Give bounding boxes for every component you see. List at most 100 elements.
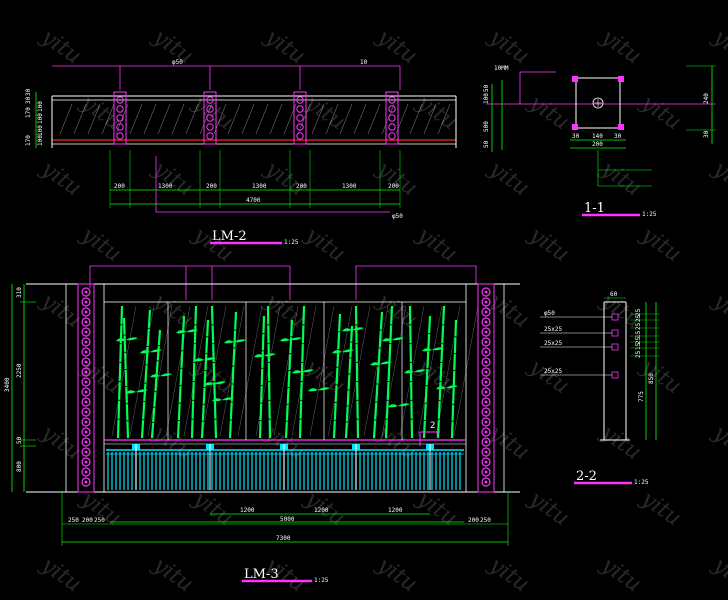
- lm2-dim-label: 200: [114, 183, 125, 190]
- lm3-glass-line: [417, 305, 443, 437]
- lm2-post-ring: [206, 105, 214, 113]
- lm3-post-ring: [481, 307, 491, 317]
- lm3-total: 7300: [276, 535, 291, 542]
- lm3-post-dot: [484, 310, 488, 314]
- lm3-lower-fence: [106, 444, 464, 490]
- bamboo-leaf: [176, 330, 186, 334]
- lm2-dim-label: 200: [296, 183, 307, 190]
- glass-hatch-line: [241, 103, 255, 135]
- lm3-glass-line: [111, 305, 137, 437]
- lm3-post-dot: [484, 370, 488, 374]
- lm3-elevation: 2 3400 310 2250 50 800 1200 1200 1200 50…: [4, 265, 520, 584]
- lm3-glass-line: [147, 305, 173, 437]
- lm3-inner-dim-2: 1200: [388, 507, 403, 514]
- bamboo-leaf: [126, 390, 136, 394]
- bamboo-leaf: [392, 337, 404, 341]
- glass-hatch-line: [73, 103, 87, 135]
- bamboo-leaf: [254, 354, 264, 358]
- lm3-post-ring: [81, 427, 91, 437]
- lm3-post-ring: [481, 407, 491, 417]
- sec22-right-dim-label: 25: [635, 314, 642, 322]
- lm3-post-ring: [481, 417, 491, 427]
- bamboo-stalk: [122, 317, 130, 439]
- lm2-post-ring: [296, 96, 304, 104]
- lm3-left-total: 3400: [4, 377, 11, 392]
- lm3-post-dot: [484, 350, 488, 354]
- lm2-post-ring: [206, 132, 214, 140]
- lm3-post-dot: [84, 330, 88, 334]
- bamboo-leaf: [422, 348, 432, 352]
- section-1-1: 10MM 100 50 500 50 240 30 30 140 30 200 …: [483, 65, 716, 218]
- lm2-post-ring: [388, 132, 396, 140]
- lm2-post-ring: [296, 123, 304, 131]
- lm3-glass-line: [327, 305, 353, 437]
- lm3-post-ring: [481, 367, 491, 377]
- sec11-corner: [618, 76, 624, 82]
- sec22-label-2: 25x25: [544, 340, 562, 347]
- bamboo-leaf: [436, 386, 446, 390]
- lm3-post-dot: [84, 450, 88, 454]
- lm3-scale: 1:25: [314, 577, 329, 584]
- lm3-post-ring: [81, 307, 91, 317]
- bamboo-leaf: [308, 388, 318, 392]
- glass-hatch-line: [59, 103, 73, 135]
- lm3-post-dot: [484, 380, 488, 384]
- glass-hatch-line: [199, 103, 213, 135]
- bamboo-leaf: [404, 370, 414, 374]
- bamboo-leaf: [342, 328, 352, 332]
- sec11-corner: [572, 124, 578, 130]
- lm3-glass-hatch: [111, 305, 479, 437]
- lm3-post-dot: [84, 420, 88, 424]
- bamboo-leaf: [292, 370, 302, 374]
- lm3-post-dot: [84, 380, 88, 384]
- bamboo-leaf: [150, 374, 160, 378]
- lm3-decorative-posts: [77, 283, 495, 493]
- lm2-post-ring: [116, 105, 124, 113]
- bamboo-leaf: [214, 381, 226, 385]
- lm3-post-ring: [81, 357, 91, 367]
- sec11-bottom-dim-2: 30: [614, 133, 622, 140]
- bamboo-stalk: [228, 311, 238, 439]
- lm2-left-dim-b3: 100: [37, 135, 44, 146]
- lm2-left-dim-3: 170: [25, 135, 32, 146]
- bamboo-stalk: [422, 315, 432, 439]
- lm3-left-dim-2: 50: [16, 436, 23, 444]
- lm2-post-ring: [388, 105, 396, 113]
- lm3-post-ring: [481, 467, 491, 477]
- bamboo-stalk: [258, 315, 266, 439]
- lm2-left-dim-b2: 100: [37, 125, 44, 136]
- lm3-post-dot: [84, 460, 88, 464]
- sec22-right-dim-label: 25: [635, 336, 642, 344]
- lm3-bottom-dim-2: 250: [94, 517, 105, 524]
- lm3-post-dot: [484, 390, 488, 394]
- bamboo-leaf: [204, 382, 214, 386]
- lm3-post-ring: [81, 297, 91, 307]
- glass-hatch-line: [437, 103, 451, 135]
- lm2-left-dim-b0: 100: [37, 101, 44, 112]
- lm3-glass-line: [219, 305, 245, 437]
- bamboo-stalk: [210, 305, 218, 439]
- lm3-post-ring: [481, 357, 491, 367]
- lm2-elevation: φ50 10 170 30 30 170 100 100 100 100 200…: [25, 59, 457, 246]
- lm3-title: LM-3: [244, 567, 279, 582]
- lm2-post-ring: [388, 114, 396, 122]
- glass-hatch-line: [269, 103, 283, 135]
- sec22-right-dim-label: 15: [635, 342, 642, 350]
- bamboo-leaf: [446, 385, 458, 389]
- glass-hatch-line: [409, 103, 423, 135]
- lm3-post-ring: [481, 317, 491, 327]
- lm2-dim-label: 200: [388, 183, 399, 190]
- sec11-scale: 1:25: [642, 211, 657, 218]
- lm3-post-dot: [484, 330, 488, 334]
- lm3-post-dot: [484, 410, 488, 414]
- lm3-glass-line: [129, 305, 155, 437]
- lm3-bottom-dim-1: 200: [82, 517, 93, 524]
- lm2-left-dim-1: 30: [25, 96, 32, 104]
- lm3-post-dot: [484, 430, 488, 434]
- lm3-post-dot: [84, 390, 88, 394]
- lm3-post-dot: [484, 340, 488, 344]
- lm3-post-dot: [84, 440, 88, 444]
- sec11-corner: [572, 76, 578, 82]
